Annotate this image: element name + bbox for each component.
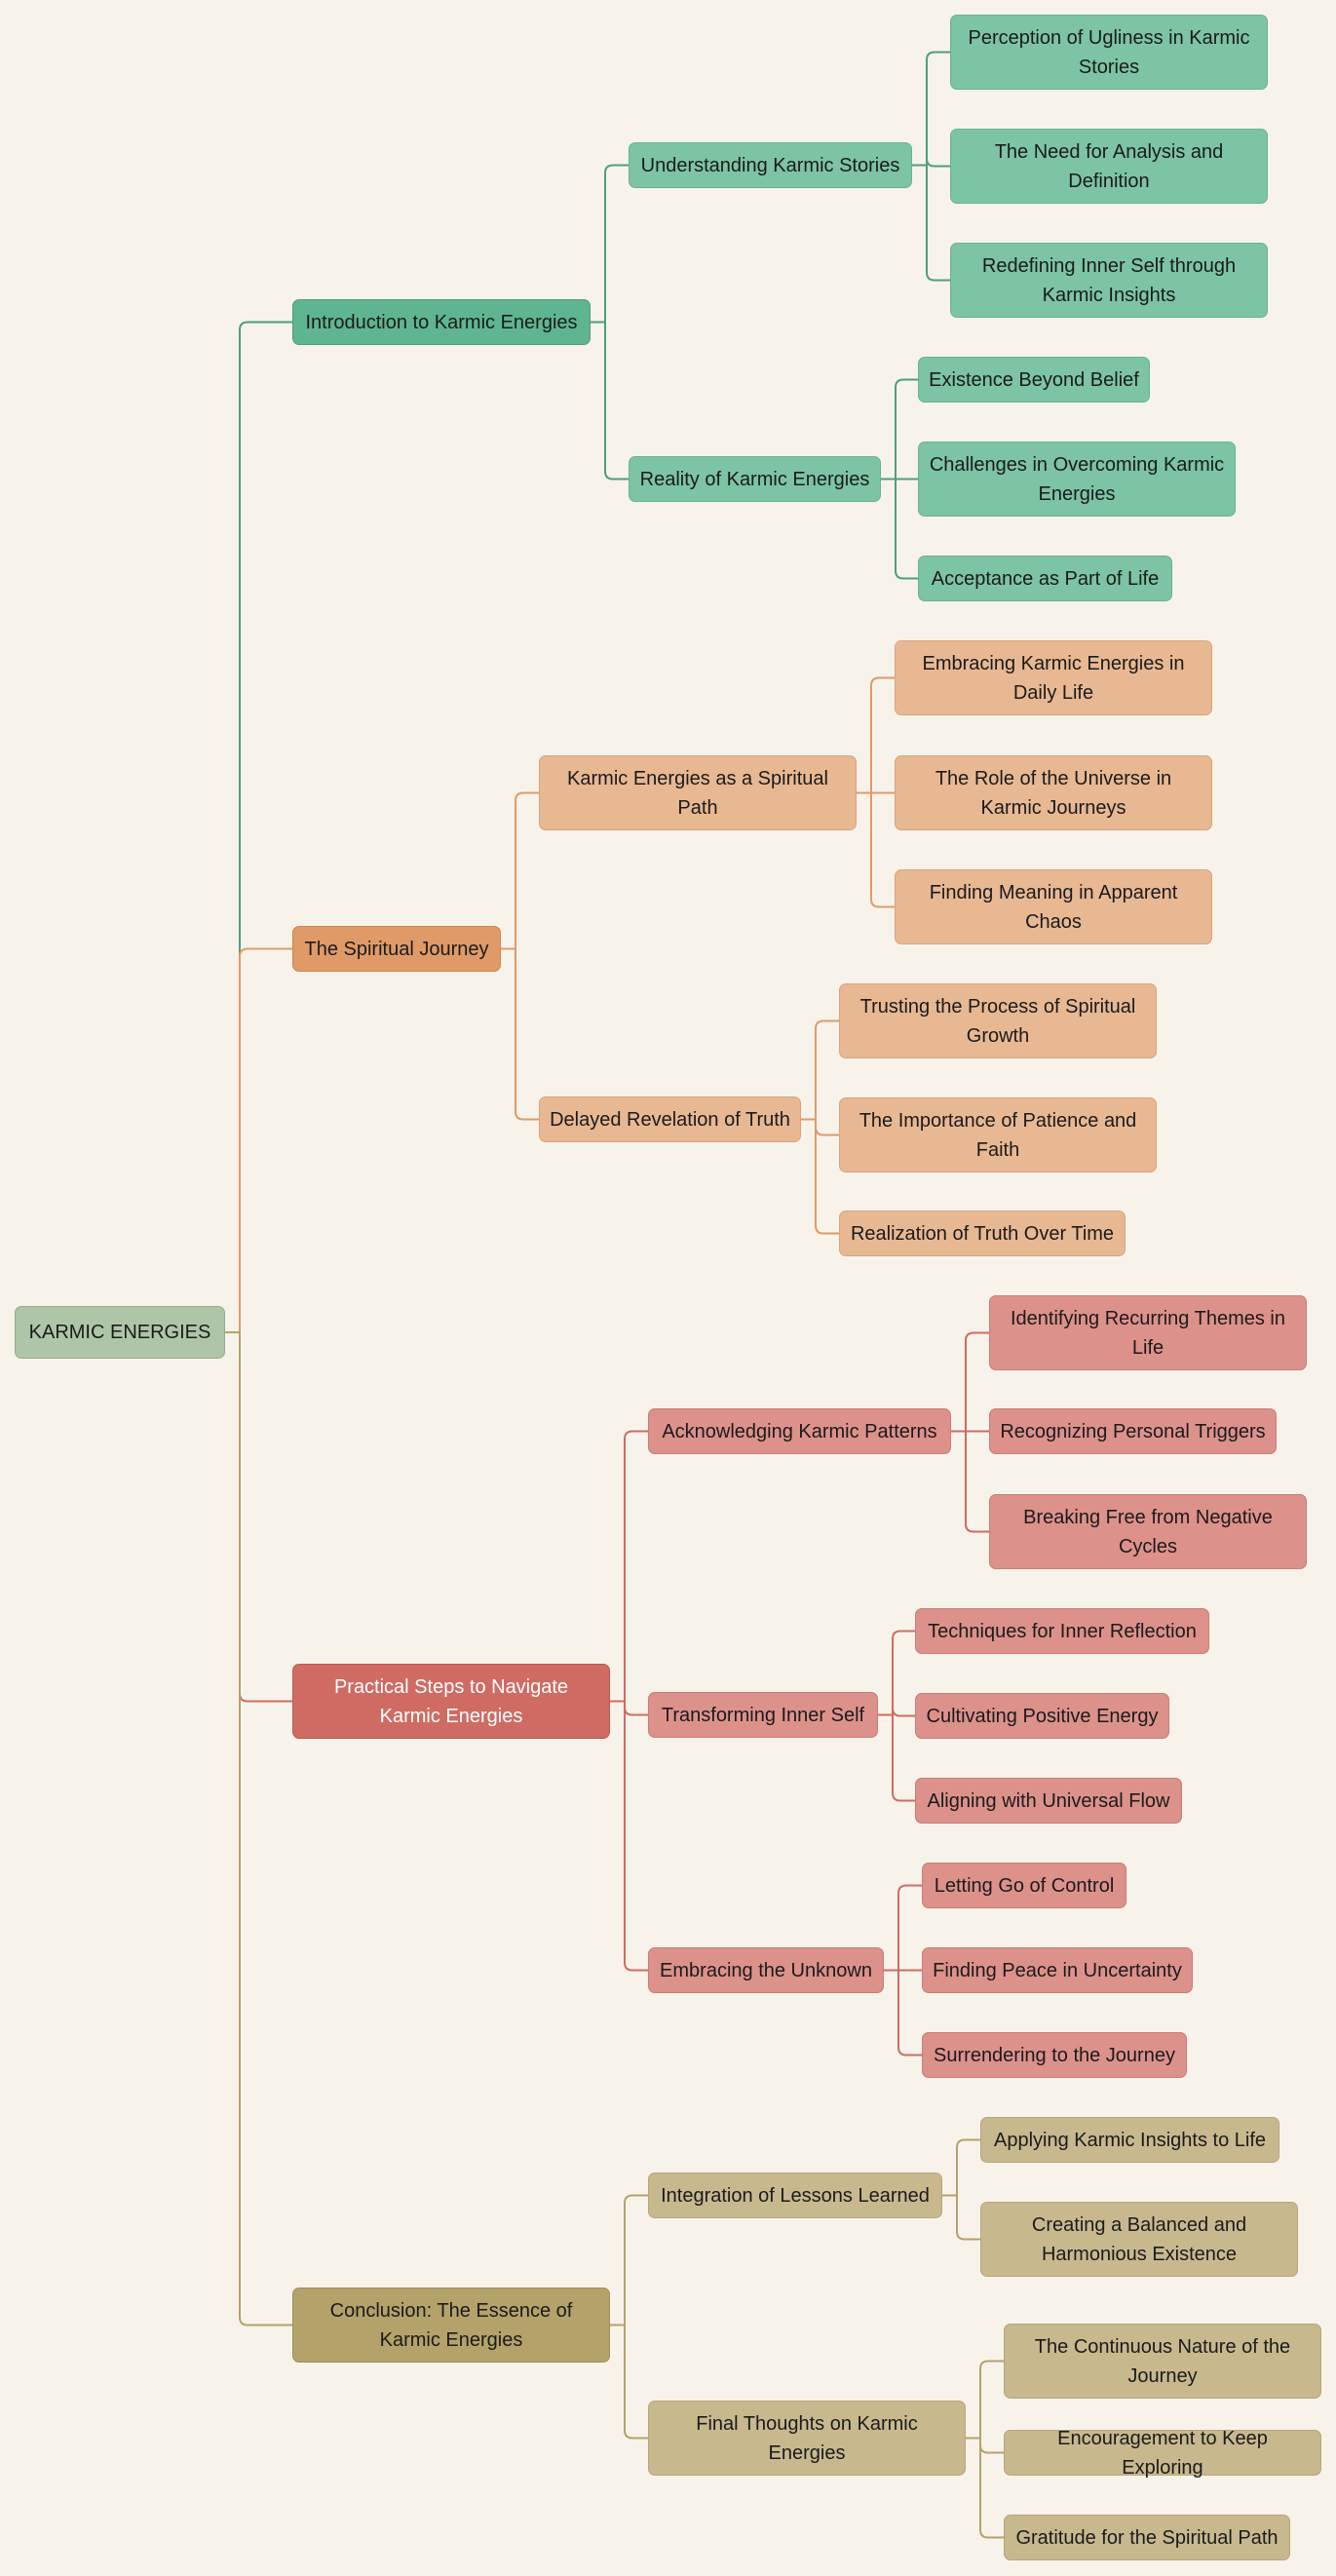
connector-line: [951, 1331, 989, 1433]
connector-line: [225, 947, 292, 1333]
connector-line: [912, 51, 950, 167]
leaf-node[interactable]: The Need for Analysis and Definition: [950, 129, 1268, 204]
subtopic-node[interactable]: Integration of Lessons Learned: [648, 2172, 942, 2218]
leaf-node[interactable]: Finding Peace in Uncertainty: [922, 1947, 1193, 1993]
connector-line: [610, 1700, 648, 1716]
connector-line: [501, 791, 539, 950]
leaf-node[interactable]: Realization of Truth Over Time: [839, 1211, 1126, 1256]
leaf-node[interactable]: Applying Karmic Insights to Life: [980, 2117, 1279, 2163]
connector-line: [225, 1331, 292, 2326]
connector-line: [942, 2138, 980, 2197]
connector-line: [966, 2437, 1004, 2454]
subtopic-node[interactable]: Delayed Revelation of Truth: [539, 1096, 801, 1142]
leaf-node[interactable]: Recognizing Personal Triggers: [989, 1408, 1277, 1454]
connector-line: [225, 321, 292, 1333]
subtopic-node[interactable]: Embracing the Unknown: [648, 1947, 884, 1993]
connector-line: [857, 676, 895, 794]
connector-line: [225, 1331, 292, 1703]
connector-line: [912, 164, 950, 282]
connector-line: [912, 158, 950, 168]
subtopic-node[interactable]: Final Thoughts on Karmic Energies: [648, 2401, 966, 2476]
subtopic-node[interactable]: Acknowledging Karmic Patterns: [648, 1408, 951, 1454]
leaf-node[interactable]: The Role of the Universe in Karmic Journ…: [895, 755, 1212, 830]
leaf-node[interactable]: Techniques for Inner Reflection: [915, 1608, 1209, 1654]
leaf-node[interactable]: Gratitude for the Spiritual Path: [1004, 2515, 1290, 2560]
subtopic-node[interactable]: Understanding Karmic Stories: [629, 142, 912, 188]
connector-line: [801, 1118, 839, 1235]
connector-line: [881, 478, 918, 580]
leaf-node[interactable]: Encouragement to Keep Exploring: [1004, 2428, 1321, 2479]
branch-node-introduction[interactable]: Introduction to Karmic Energies: [292, 299, 591, 345]
leaf-node[interactable]: Challenges in Overcoming Karmic Energies: [918, 442, 1236, 517]
leaf-node[interactable]: Trusting the Process of Spiritual Growth: [839, 983, 1157, 1058]
subtopic-node[interactable]: Karmic Energies as a Spiritual Path: [539, 755, 857, 830]
connector-line: [884, 1969, 922, 2057]
leaf-node[interactable]: The Importance of Patience and Faith: [839, 1097, 1157, 1173]
leaf-node[interactable]: Finding Meaning in Apparent Chaos: [895, 869, 1212, 944]
leaf-node[interactable]: Creating a Balanced and Harmonious Exist…: [980, 2202, 1298, 2277]
leaf-node[interactable]: Aligning with Universal Flow: [915, 1778, 1182, 1824]
connector-line: [884, 1884, 922, 1972]
branch-node-conclusion[interactable]: Conclusion: The Essence of Karmic Energi…: [292, 2288, 610, 2363]
leaf-node[interactable]: Identifying Recurring Themes in Life: [989, 1295, 1307, 1370]
leaf-node[interactable]: Perception of Ugliness in Karmic Stories: [950, 15, 1268, 90]
leaf-node[interactable]: Embracing Karmic Energies in Daily Life: [895, 640, 1212, 715]
connector-line: [801, 1019, 839, 1121]
connector-line: [878, 1708, 915, 1717]
connector-line: [610, 2194, 648, 2326]
connector-line: [878, 1630, 915, 1716]
connector-line: [966, 2360, 1004, 2440]
connector-line: [881, 378, 918, 481]
root-node[interactable]: KARMIC ENERGIES: [15, 1306, 225, 1359]
leaf-node[interactable]: Acceptance as Part of Life: [918, 556, 1172, 601]
leaf-node[interactable]: The Continuous Nature of the Journey: [1004, 2324, 1321, 2399]
subtopic-node[interactable]: Reality of Karmic Energies: [629, 456, 881, 502]
branch-node-spiritual-journey[interactable]: The Spiritual Journey: [292, 926, 501, 972]
leaf-node[interactable]: Letting Go of Control: [922, 1863, 1126, 1908]
connector-line: [878, 1713, 915, 1802]
leaf-node[interactable]: Cultivating Positive Energy: [915, 1693, 1169, 1739]
branch-node-practical-steps[interactable]: Practical Steps to Navigate Karmic Energ…: [292, 1664, 610, 1739]
connector-line: [966, 2437, 1004, 2539]
connector-line: [591, 321, 629, 481]
leaf-node[interactable]: Redefining Inner Self through Karmic Ins…: [950, 243, 1268, 318]
connector-line: [610, 2324, 648, 2440]
leaf-node[interactable]: Existence Beyond Belief: [918, 357, 1150, 403]
connector-line: [591, 164, 629, 324]
connector-line: [610, 1430, 648, 1703]
connector-line: [942, 2194, 980, 2241]
leaf-node[interactable]: Surrendering to the Journey: [922, 2032, 1187, 2078]
connector-line: [857, 791, 895, 908]
connector-line: [951, 1430, 989, 1533]
leaf-node[interactable]: Breaking Free from Negative Cycles: [989, 1494, 1307, 1569]
subtopic-node[interactable]: Transforming Inner Self: [648, 1692, 878, 1738]
connector-line: [610, 1700, 648, 1972]
connector-line: [501, 947, 539, 1121]
connector-line: [801, 1118, 839, 1136]
